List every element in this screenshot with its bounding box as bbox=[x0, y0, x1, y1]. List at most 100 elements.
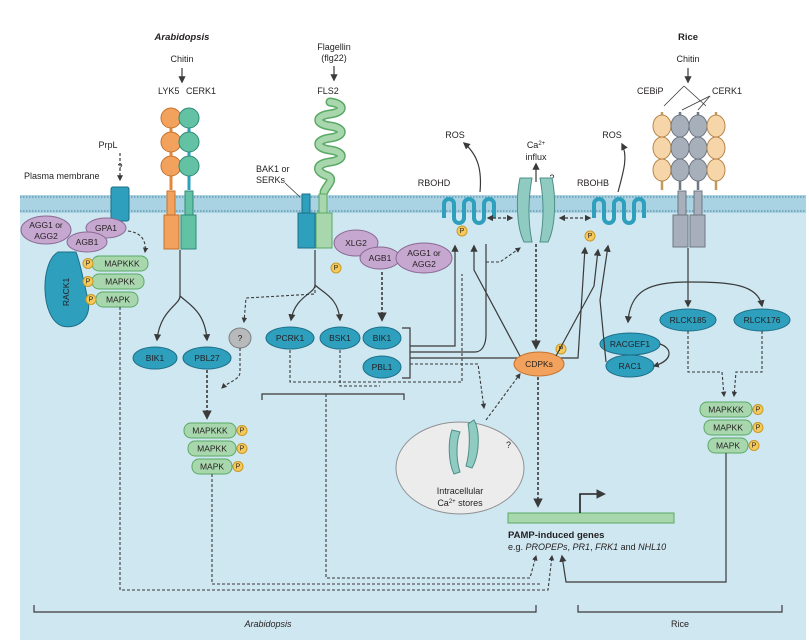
mapk-right-node bbox=[707, 437, 749, 454]
svg-text:MAPKKK: MAPKKK bbox=[104, 259, 140, 269]
rice-receptor-bead bbox=[706, 136, 726, 160]
svg-text:P: P bbox=[89, 297, 94, 304]
rbohb-ros-arrow bbox=[617, 142, 628, 193]
lyk5-label: LYK5 bbox=[158, 86, 179, 96]
svg-text:P: P bbox=[240, 428, 245, 435]
svg-text:AGG1 or: AGG1 or bbox=[29, 220, 63, 230]
svg-text:P: P bbox=[559, 346, 564, 353]
agb1-left-node bbox=[66, 231, 108, 253]
plasma-membrane bbox=[20, 195, 806, 213]
cerk1-to-rlck176-arrow bbox=[687, 281, 765, 308]
svg-text:P: P bbox=[588, 233, 593, 240]
stores-to-cdpks-arrow bbox=[485, 373, 521, 421]
rice-title: Rice bbox=[678, 32, 698, 43]
fls2-receptor bbox=[297, 97, 346, 249]
cdpks-to-rbohb-arrow bbox=[555, 248, 601, 357]
phospho-right-group: P P P bbox=[748, 404, 764, 451]
svg-text:BIK1: BIK1 bbox=[146, 353, 165, 363]
svg-text:MAPK: MAPK bbox=[716, 441, 740, 451]
pbl1-node bbox=[362, 355, 402, 379]
mapkk-mid-node bbox=[187, 440, 237, 457]
svg-text:RACK1: RACK1 bbox=[61, 278, 71, 307]
ros-left-label: ROS bbox=[445, 130, 465, 140]
rbohd-label: RBOHD bbox=[418, 178, 451, 188]
svg-text:MAPK: MAPK bbox=[106, 295, 130, 305]
rlck185-to-mapkkk-arrow bbox=[687, 331, 727, 398]
fls2-to-unknown-arrow bbox=[241, 285, 316, 324]
rbohb-label: RBOHB bbox=[577, 178, 609, 188]
svg-text:RAC1: RAC1 bbox=[619, 361, 642, 371]
svg-text:P: P bbox=[752, 443, 757, 450]
rice-receptor-bead bbox=[652, 136, 672, 160]
svg-text:MAPKK: MAPKK bbox=[105, 277, 135, 287]
rice-bracket bbox=[577, 605, 783, 613]
svg-text:CDPKs: CDPKs bbox=[525, 359, 553, 369]
phospho-left-group: P P P bbox=[82, 258, 97, 305]
rice-receptor-bead bbox=[652, 158, 672, 182]
fls2-to-bsk1-arrow bbox=[314, 284, 344, 322]
bik1-to-rbohb-arrow bbox=[410, 246, 589, 359]
chitin-right-label: Chitin bbox=[676, 54, 699, 64]
prpl-question: ? bbox=[117, 162, 122, 172]
svg-text:MAPKK: MAPKK bbox=[197, 444, 227, 454]
svg-text:MAPKKK: MAPKKK bbox=[708, 405, 744, 415]
genes-examples: e.g. PROPEPs, PR1, FRK1 and NHL10 bbox=[508, 542, 666, 552]
svg-text:P: P bbox=[756, 407, 761, 414]
rice-receptor-tm bbox=[672, 190, 706, 248]
svg-text:AGB1: AGB1 bbox=[76, 237, 99, 247]
rbohd-channel: P bbox=[442, 197, 496, 237]
mapk-mid-to-genes-line bbox=[211, 474, 540, 585]
agg-mid-node bbox=[395, 242, 453, 274]
fls2-bottom-bracket bbox=[261, 393, 405, 400]
svg-text:BIK1: BIK1 bbox=[373, 333, 392, 343]
phospho-xlg2 bbox=[330, 262, 342, 274]
svg-text:P: P bbox=[236, 464, 241, 471]
mapkkk-mid-node bbox=[183, 422, 237, 439]
rack1-scaffold bbox=[44, 251, 90, 328]
bik1-to-channel-line bbox=[410, 244, 487, 353]
mapkk-right-node bbox=[703, 419, 753, 436]
ca-channel bbox=[516, 177, 556, 243]
rice-receptor-bead bbox=[706, 158, 726, 182]
rice-receptor-bead bbox=[688, 158, 708, 182]
stores-label-line1: Intracellular bbox=[437, 486, 484, 496]
svg-text:PCRK1: PCRK1 bbox=[276, 333, 305, 343]
rack1-to-genes-arrow bbox=[119, 307, 555, 591]
pcrk1-dashed-loop bbox=[289, 274, 463, 383]
rlck176-to-mapkkk-arrow bbox=[731, 331, 763, 398]
cebip-cerk1-receptor bbox=[663, 85, 711, 111]
rice-receptor-bead bbox=[706, 114, 726, 138]
svg-text:P: P bbox=[460, 228, 465, 235]
intracellular-ca-stores bbox=[395, 421, 525, 515]
arabidopsis-title: Arabidopsis bbox=[154, 32, 210, 43]
svg-text:MAPKK: MAPKK bbox=[713, 423, 743, 433]
cdpks-node bbox=[513, 351, 565, 377]
genes-title: PAMP-induced genes bbox=[508, 530, 604, 541]
svg-text:PBL27: PBL27 bbox=[194, 353, 220, 363]
pcrk1-node bbox=[265, 326, 315, 350]
rbohb-channel: P bbox=[584, 197, 646, 242]
rice-receptor-bead bbox=[670, 136, 690, 160]
svg-text:AGG1 or: AGG1 or bbox=[407, 248, 441, 258]
rice-receptor-bead bbox=[670, 158, 690, 182]
svg-text:RLCK185: RLCK185 bbox=[670, 315, 707, 325]
svg-text:P: P bbox=[240, 446, 245, 453]
fls2-label: FLS2 bbox=[317, 86, 339, 96]
cerk1-to-pbl27-arrow bbox=[179, 295, 211, 342]
influx-label: influx bbox=[525, 152, 547, 162]
rice-receptor-bead bbox=[670, 114, 690, 138]
rice-receptor-bead bbox=[688, 114, 708, 138]
cerk1-right-label: CERK1 bbox=[712, 86, 742, 96]
pbl27-node bbox=[182, 346, 232, 370]
bik1-to-rbohd-arrow bbox=[410, 244, 459, 347]
svg-text:P: P bbox=[86, 279, 91, 286]
bak1-pointer bbox=[284, 182, 301, 198]
bik1-pbl1-bracket bbox=[402, 327, 411, 379]
gene-block bbox=[507, 489, 675, 524]
rice-receptor-beads bbox=[652, 112, 726, 190]
prpl-label: PrpL bbox=[98, 140, 117, 150]
svg-text:P: P bbox=[86, 261, 91, 268]
cebip-label: CEBiP bbox=[637, 86, 664, 96]
bik1-to-stores-arrow bbox=[410, 363, 487, 410]
